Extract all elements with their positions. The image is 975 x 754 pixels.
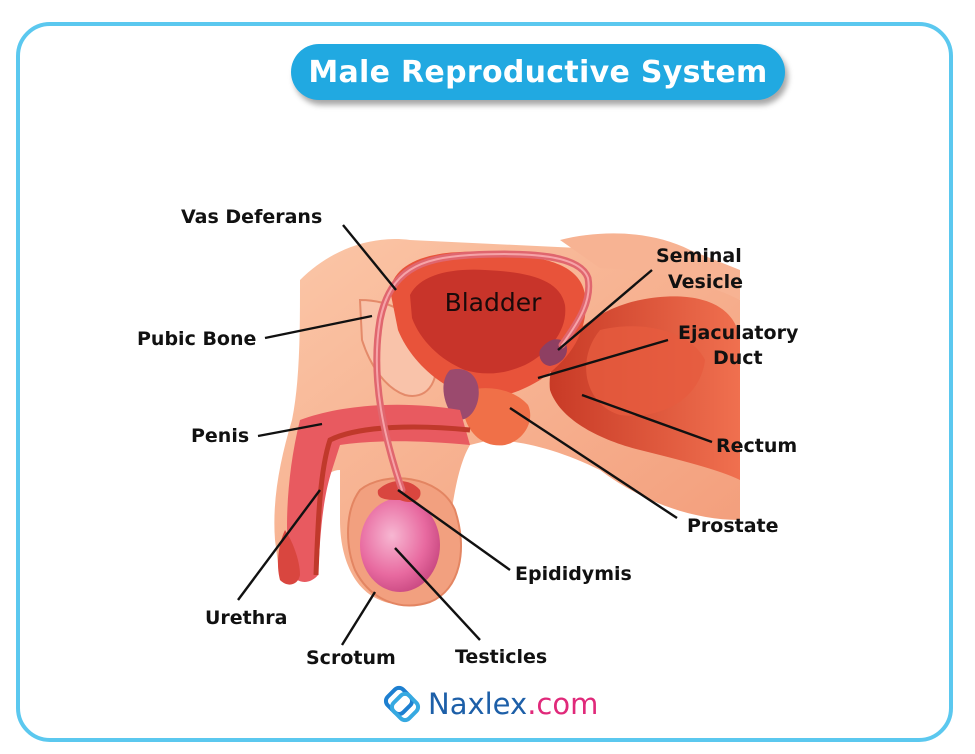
leader-rectum (581, 393, 713, 444)
label-testicles: Testicles (455, 646, 547, 668)
label-seminal-vesicle-2: Vesicle (668, 271, 743, 293)
leader-prostate (509, 406, 678, 520)
leader-ejaculatory-duct (537, 338, 669, 380)
logo-brand: Naxlex (428, 687, 528, 721)
leader-testicles (394, 547, 481, 641)
leader-urethra (237, 489, 321, 601)
leader-penis (257, 422, 323, 438)
label-epididymis: Epididymis (515, 563, 632, 585)
leader-seminal-vesicle (557, 269, 653, 351)
testicle (360, 498, 440, 592)
label-vas-deferans: Vas Deferans (181, 206, 322, 228)
label-ejaculatory-duct-2: Duct (713, 347, 763, 369)
leader-vas-deferans (342, 224, 397, 291)
label-seminal-vesicle-1: Seminal (656, 245, 742, 267)
logo-tld: .com (527, 687, 599, 721)
label-ejaculatory-duct-1: Ejaculatory (678, 322, 799, 344)
leader-epididymis (397, 489, 511, 571)
label-urethra: Urethra (205, 607, 288, 629)
label-penis: Penis (191, 425, 249, 447)
penis (277, 404, 470, 585)
urethra (313, 424, 471, 576)
bladder-label: Bladder (445, 288, 543, 317)
label-rectum: Rectum (716, 435, 797, 457)
label-prostate: Prostate (687, 515, 779, 537)
naxlex-logo-icon (383, 685, 421, 723)
prostate (443, 369, 531, 446)
naxlex-logo: Naxlex.com (382, 682, 598, 726)
title-banner: Male Reproductive System (291, 44, 785, 100)
bladder: Bladder (390, 251, 586, 397)
leader-pubic-bone (264, 314, 373, 340)
label-scrotum: Scrotum (306, 647, 396, 669)
page-title: Male Reproductive System (308, 54, 768, 90)
vas-deferens-highlight (375, 253, 590, 491)
leader-lines (237, 224, 713, 646)
label-pubic-bone: Pubic Bone (137, 328, 256, 350)
leader-scrotum (340, 591, 377, 646)
